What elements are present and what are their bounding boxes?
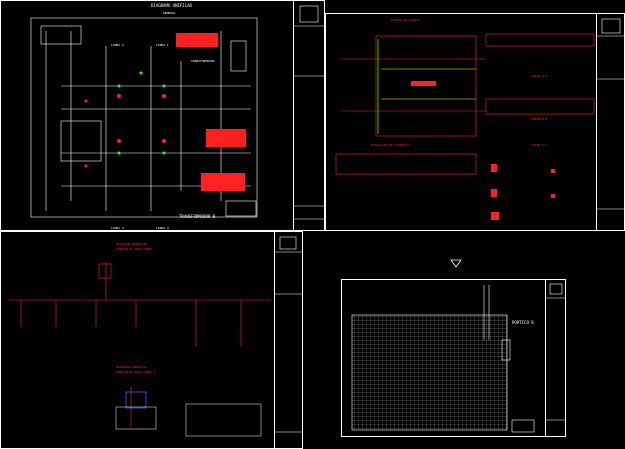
section-b-label: CORTE B-B': [531, 117, 550, 121]
plan-elevation-drawing: [335, 33, 595, 220]
single-line-drawing: [30, 17, 258, 218]
label-transformer: TRANSFORMADOR: [191, 59, 215, 63]
title-block: [274, 232, 302, 448]
label-linea4: LINEA 4: [156, 226, 169, 230]
title-block: [545, 280, 565, 436]
drawing-subtitle: GENERAL: [163, 11, 176, 15]
grid-label: PORTICO B: [512, 320, 534, 325]
title-block: [293, 1, 324, 230]
label-linea3: LINEA 3: [111, 226, 124, 230]
sheet-single-line[interactable]: DIAGRAMA UNIFILAR GENERAL LINEA 2 LINEA …: [0, 0, 325, 231]
sheet-plan-elevation[interactable]: PLANTA DE PLANTA CORTE A-A' CORTE B-B' E…: [325, 13, 625, 231]
dist2-subtitle: SERVICIOS AUXILIARES 2: [116, 370, 156, 374]
dist-title: DIAGRAMA UNIFILAR: [116, 242, 147, 246]
drawing-title: DIAGRAMA UNIFILAR: [151, 3, 192, 8]
sheet-grid[interactable]: PORTICO B: [341, 279, 566, 437]
label-linea2: LINEA 2: [111, 43, 124, 47]
grid-drawing: [351, 285, 535, 433]
plan-title: PLANTA DE PLANTA: [391, 18, 420, 22]
title-block: [596, 14, 624, 230]
detail-label: CORTE C-C': [531, 143, 550, 147]
sheet-distribution[interactable]: DIAGRAMA UNIFILAR SERVICIOS AUXILIARES D…: [0, 231, 303, 449]
distribution-drawing: [9, 262, 271, 437]
label-transformer-b: TRANSFORMADOR B: [179, 214, 216, 219]
section-a-label: CORTE A-A': [531, 74, 550, 78]
elevation-label: ELEVACION DEL PORTICO: [371, 143, 409, 147]
dist-subtitle: SERVICIOS AUXILIARES: [116, 247, 153, 251]
dist2-title: DIAGRAMA UNIFILAR: [116, 365, 147, 369]
label-linea1: LINEA 1: [156, 43, 169, 47]
